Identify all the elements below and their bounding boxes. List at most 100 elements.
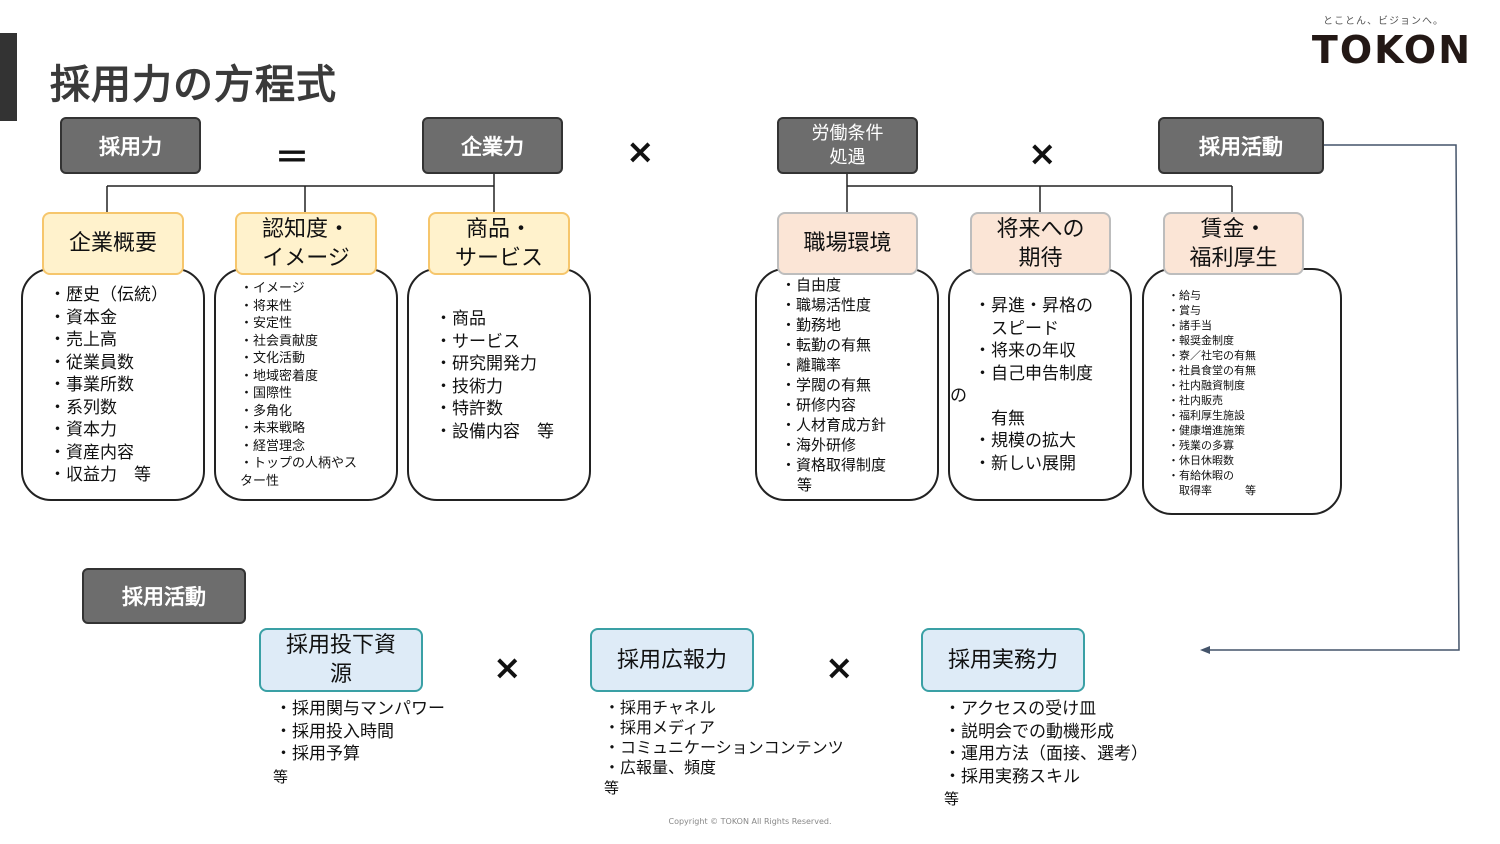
awareness-panel: ・イメージ ・将来性 ・安定性 ・社会貢献度 ・文化活動 ・地域密着度 ・国際性… <box>214 268 398 501</box>
list-item: ・系列数 <box>49 397 117 418</box>
list-item: ・諸手当 <box>1168 319 1212 332</box>
list-item: ・設備内容 等 <box>435 421 554 442</box>
tokon-logo: TOKON <box>1311 28 1472 72</box>
list-item: ・社内販売 <box>1168 394 1223 407</box>
list-item: ・休日休暇数 <box>1168 454 1234 467</box>
list-item: ・健康増進施策 <box>1168 424 1245 437</box>
list-item: ・賞与 <box>1168 304 1201 317</box>
list-item: ・文化活動 <box>240 351 306 366</box>
list-item: ・安定性 <box>240 316 293 331</box>
list-item: ・資本金 <box>49 307 117 328</box>
list-item: ・収益力 等 <box>49 465 151 485</box>
list-item: 取得率 等 <box>1168 484 1256 497</box>
list-item: 等 <box>944 790 960 808</box>
times-sign-2: × <box>1028 134 1057 174</box>
list-item: ・採用関与マンパワー <box>275 699 445 719</box>
products-panel: ・商品 ・サービス ・研究開発力 ・技術力 ・特許数 ・設備内容 等 <box>407 268 591 501</box>
future-list: ・昇進・昇格の スピード ・将来の年収 ・自己申告制度 の 有無 ・規模の拡大 … <box>950 295 1093 475</box>
list-item: ・転勤の有無 <box>781 336 872 354</box>
labor-conditions-box: 労働条件 処遇 <box>777 117 918 174</box>
recruit-power-box: 採用力 <box>60 117 201 174</box>
category-recruit-pr: 採用広報力 <box>590 628 754 692</box>
list-item: ・報奨金制度 <box>1168 334 1234 347</box>
times-sign-1: × <box>626 132 655 172</box>
list-item: ・規模の拡大 <box>974 431 1076 451</box>
recruit-resources-list: ・採用関与マンパワー ・採用投入時間 ・採用予算 等 <box>273 698 445 788</box>
list-item: ・自由度 <box>781 276 842 294</box>
list-item: ・新しい展開 <box>974 453 1076 474</box>
list-item: ・技術力 <box>435 376 503 397</box>
list-item: ・特許数 <box>435 399 503 419</box>
list-item: ・海外研修 <box>781 436 857 454</box>
list-item: ・将来の年収 <box>974 341 1076 361</box>
category-future-expectation: 将来への 期待 <box>970 212 1111 275</box>
list-item: ・採用チャネル <box>604 698 716 717</box>
list-item: ・社会貢献度 <box>240 333 319 349</box>
list-item: ・歴史（伝統） <box>49 285 168 305</box>
category-products-services: 商品・ サービス <box>428 212 570 275</box>
list-item: ・コミュニケーションコンテンツ <box>604 738 844 757</box>
list-item: ・トップの人柄やス <box>240 456 358 471</box>
list-item: 等 <box>604 779 620 797</box>
list-item: ・福利厚生施設 <box>1168 409 1245 422</box>
list-item: ・自己申告制度 <box>974 363 1093 384</box>
list-item: ・残業の多寡 <box>1168 439 1234 452</box>
workplace-list: ・自由度 ・職場活性度 ・勤務地 ・転勤の有無 ・離職率 ・学閥の有無 ・研修内… <box>781 275 886 495</box>
list-item: 有無 <box>974 408 1025 429</box>
list-item: ・寮／社宅の有無 <box>1168 349 1256 362</box>
list-item: ・社内融資制度 <box>1168 379 1245 392</box>
times-sign-4: × <box>825 648 854 688</box>
awareness-list: ・イメージ ・将来性 ・安定性 ・社会貢献度 ・文化活動 ・地域密着度 ・国際性… <box>240 280 357 490</box>
future-panel: ・昇進・昇格の スピード ・将来の年収 ・自己申告制度 の 有無 ・規模の拡大 … <box>948 268 1132 501</box>
list-item: ・経営理念 <box>240 438 306 454</box>
list-item: ・多角化 <box>240 403 293 419</box>
list-item: ・国際性 <box>240 386 293 401</box>
activity-title-box: 採用活動 <box>82 568 246 624</box>
recruit-pr-list: ・採用チャネル ・採用メディア ・コミュニケーションコンテンツ ・広報量、頻度 … <box>604 698 844 798</box>
category-awareness-image: 認知度・ イメージ <box>235 212 377 275</box>
accent-bar <box>0 33 17 121</box>
list-item: ター性 <box>240 473 280 489</box>
equals-sign: ＝ <box>275 138 309 178</box>
category-recruit-operations: 採用実務力 <box>921 628 1085 692</box>
list-item: ・研究開発力 <box>435 354 537 374</box>
arrow-head-icon <box>1200 646 1210 654</box>
list-item: ・売上高 <box>49 330 117 350</box>
category-wages-benefits: 賃金・ 福利厚生 <box>1163 212 1304 275</box>
list-item: ・サービス <box>435 331 520 352</box>
recruit-activity-box: 採用活動 <box>1158 117 1324 174</box>
list-item: ・採用メディア <box>604 718 715 737</box>
wages-panel: ・給与 ・賞与 ・諸手当 ・報奨金制度 ・寮／社宅の有無 ・社員食堂の有無 ・社… <box>1142 268 1342 515</box>
list-item: ・学閥の有無 <box>781 376 872 394</box>
page-title: 採用力の方程式 <box>50 62 337 108</box>
activity-arrow <box>1206 144 1460 651</box>
list-item: ・給与 <box>1168 289 1201 302</box>
list-item: ・商品 <box>435 309 486 329</box>
logo-tagline: とことん、ビジョンへ。 <box>1323 16 1444 27</box>
list-item: ・昇進・昇格の <box>974 296 1093 316</box>
category-workplace: 職場環境 <box>777 212 918 275</box>
company-overview-panel: ・歴史（伝統） ・資本金 ・売上高 ・従業員数 ・事業所数 ・系列数 ・資本力 … <box>21 268 205 501</box>
list-item: ・職場活性度 <box>781 296 872 314</box>
category-recruit-resources: 採用投下資 源 <box>259 628 423 692</box>
list-item: ・アクセスの受け皿 <box>944 699 1097 719</box>
company-power-box: 企業力 <box>422 117 563 174</box>
list-item: ・イメージ <box>240 281 305 296</box>
category-company-overview: 企業概要 <box>42 212 184 275</box>
copyright: Copyright © TOKON All Rights Reserved. <box>668 817 832 826</box>
company-overview-list: ・歴史（伝統） ・資本金 ・売上高 ・従業員数 ・事業所数 ・系列数 ・資本力 … <box>49 284 168 487</box>
list-item: ・未来戦略 <box>240 421 306 436</box>
products-list: ・商品 ・サービス ・研究開発力 ・技術力 ・特許数 ・設備内容 等 <box>435 308 554 443</box>
list-item: ・有給休暇の <box>1168 469 1234 482</box>
list-item: ・地域密着度 <box>240 368 319 384</box>
list-item: ・研修内容 <box>781 396 857 414</box>
list-item: ・採用投入時間 <box>275 721 394 742</box>
list-item: 等 <box>273 767 289 786</box>
list-item: ・資産内容 <box>49 442 134 463</box>
list-item: ・採用実務スキル <box>944 766 1080 787</box>
list-item: ・資本力 <box>49 420 117 440</box>
list-item: の <box>950 386 967 406</box>
list-item: ・運用方法（面接、選考） <box>944 744 1148 764</box>
list-item: ・勤務地 <box>781 316 842 334</box>
